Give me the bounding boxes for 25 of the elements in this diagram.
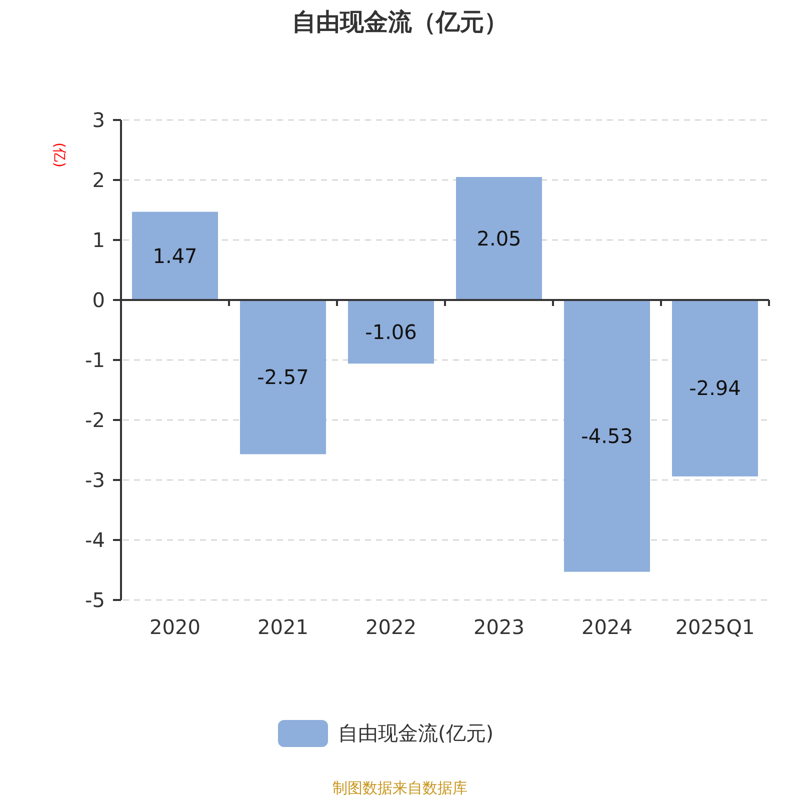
data-label: 1.47: [152, 244, 198, 268]
tick-label: 1: [92, 228, 105, 252]
data-label: 2.05: [476, 226, 522, 250]
tick-label: -1: [85, 348, 105, 372]
tick-label: 2024: [582, 615, 632, 639]
data-label: -4.53: [581, 424, 633, 448]
data-label: -2.57: [257, 365, 309, 390]
tick-label: 2: [92, 168, 105, 192]
tick-label: 0: [92, 288, 105, 312]
chart-title: 自由现金流（亿元）: [291, 7, 509, 38]
data-label: -2.94: [689, 376, 741, 400]
legend-label: 自由现金流(亿元): [338, 720, 494, 747]
data-label: -1.06: [365, 320, 417, 344]
axis-title: (亿): [51, 142, 67, 168]
tick-label: 2020: [150, 615, 200, 639]
tick-label: -4: [85, 528, 105, 552]
tick-label: 2022: [366, 615, 416, 639]
tick-label: 2021: [258, 615, 308, 639]
tick-label: -3: [85, 468, 105, 492]
tick-label: 2023: [474, 615, 524, 639]
tick-label: -2: [85, 408, 105, 432]
tick-label: -5: [85, 588, 105, 612]
tick-label: 2025Q1: [675, 615, 755, 639]
source-note: 制图数据来自数据库: [332, 779, 468, 798]
tick-label: 3: [92, 108, 105, 132]
